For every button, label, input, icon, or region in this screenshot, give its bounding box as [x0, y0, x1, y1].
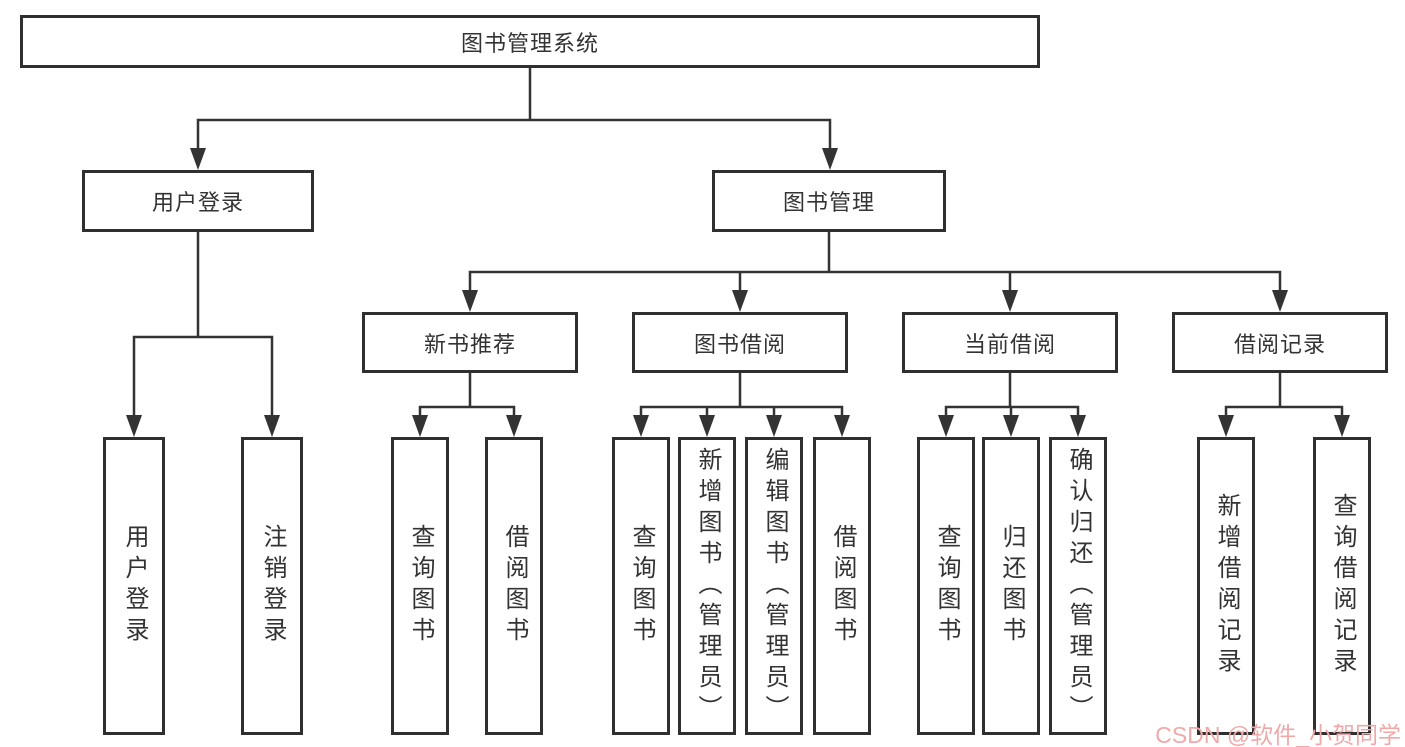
leaf-user-login-label: 用户登录	[121, 524, 148, 648]
leaf-return-books-label: 归还图书	[998, 524, 1025, 648]
leaf-query-books-recommend-label: 查询图书	[407, 524, 434, 648]
leaf-borrow-books-recommend: 借阅图书	[485, 437, 543, 735]
leaf-user-login: 用户登录	[103, 437, 165, 735]
leaf-return-books: 归还图书	[982, 437, 1040, 735]
node-book-borrowing: 图书借阅	[632, 312, 848, 373]
leaf-confirm-return-admin-label: 确认归还（管理员）	[1065, 446, 1092, 726]
leaf-logout: 注销登录	[241, 437, 303, 735]
leaf-query-books-borrowing: 查询图书	[612, 437, 670, 735]
leaf-query-books-recommend: 查询图书	[391, 437, 449, 735]
leaf-confirm-return-admin: 确认归还（管理员）	[1049, 437, 1107, 735]
node-library-system-label: 图书管理系统	[460, 30, 599, 56]
node-new-book-recommend: 新书推荐	[362, 312, 578, 373]
node-current-borrowing-label: 当前借阅	[963, 331, 1056, 357]
leaf-query-books-current: 查询图书	[917, 437, 975, 735]
leaf-logout-label: 注销登录	[259, 524, 286, 648]
leaf-add-books-admin: 新增图书（管理员）	[678, 437, 736, 735]
node-book-management: 图书管理	[712, 170, 946, 232]
node-library-system: 图书管理系统	[20, 15, 1040, 68]
leaf-edit-books-admin-label: 编辑图书（管理员）	[761, 446, 788, 726]
leaf-borrow-books: 借阅图书	[813, 437, 871, 735]
leaf-query-borrow-record-label: 查询借阅记录	[1329, 493, 1356, 679]
node-current-borrowing: 当前借阅	[902, 312, 1118, 373]
leaf-borrow-books-label: 借阅图书	[829, 524, 856, 648]
node-user-login-label: 用户登录	[151, 190, 244, 215]
node-new-book-recommend-label: 新书推荐	[423, 331, 516, 357]
node-book-management-label: 图书管理	[782, 190, 875, 215]
leaf-add-borrow-record-label: 新增借阅记录	[1213, 493, 1240, 679]
node-user-login: 用户登录	[82, 170, 314, 232]
node-borrow-records: 借阅记录	[1172, 312, 1388, 373]
leaf-query-books-current-label: 查询图书	[933, 524, 960, 648]
watermark: CSDN @软件_小贺同学	[1155, 722, 1401, 747]
node-book-borrowing-label: 图书借阅	[693, 331, 786, 357]
leaf-add-borrow-record: 新增借阅记录	[1197, 437, 1255, 735]
leaf-edit-books-admin: 编辑图书（管理员）	[745, 437, 803, 735]
node-borrow-records-label: 借阅记录	[1233, 331, 1326, 357]
leaf-query-borrow-record: 查询借阅记录	[1313, 437, 1371, 735]
leaf-add-books-admin-label: 新增图书（管理员）	[694, 446, 721, 726]
leaf-query-books-borrowing-label: 查询图书	[628, 524, 655, 648]
leaf-borrow-books-recommend-label: 借阅图书	[501, 524, 528, 648]
